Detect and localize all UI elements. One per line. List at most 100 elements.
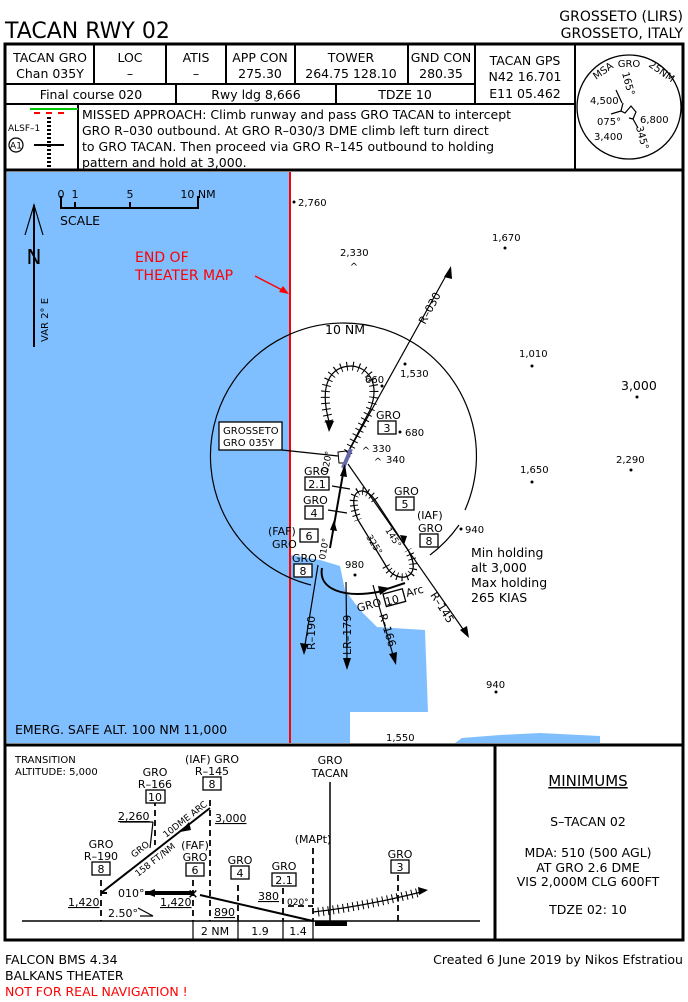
svg-text:NOT FOR REAL NAVIGATION !: NOT FOR REAL NAVIGATION ! <box>5 984 188 999</box>
svg-text:940: 940 <box>465 525 484 536</box>
svg-text:N: N <box>27 245 42 269</box>
svg-text:2,290: 2,290 <box>616 455 645 466</box>
svg-text:^: ^ <box>374 457 382 468</box>
svg-text:^: ^ <box>350 262 358 273</box>
svg-text:MINIMUMS: MINIMUMS <box>548 772 627 790</box>
final-course-label: 020° <box>321 450 335 473</box>
radial-190: R–190 <box>305 616 318 650</box>
svg-text:GRO: GRO <box>89 838 114 851</box>
loc-label: LOC <box>117 50 142 65</box>
svg-text:Min holding: Min holding <box>471 545 543 560</box>
spot-elevations: 2,760 2,330^ 1,670 1,530 660 680 ^330 ^3… <box>292 198 657 747</box>
svg-text:2 NM: 2 NM <box>201 925 229 938</box>
app-con-label: APP CON <box>232 50 288 65</box>
svg-text:MISSED APPROACH: Climb runway: MISSED APPROACH: Climb runway and pass G… <box>82 107 511 122</box>
svg-text:GRO: GRO <box>183 851 208 864</box>
svg-text:8: 8 <box>426 535 433 548</box>
fix-2-1: GRO 2.1 <box>304 465 330 491</box>
svg-text:4: 4 <box>237 867 244 880</box>
atis-value: – <box>193 66 199 81</box>
ten-nm-ring <box>209 322 478 586</box>
svg-text:2.1: 2.1 <box>308 478 326 491</box>
svg-text:0: 0 <box>58 188 65 201</box>
airport-code: GROSSETO (LIRS) <box>559 9 683 25</box>
tower-freq: 264.75 128.10 <box>305 66 396 81</box>
runway-landing-length: Rwy ldg 8,666 <box>211 87 300 102</box>
holding-note: Min holding alt 3,000 Max holding 265 KI… <box>471 545 547 605</box>
svg-text:980: 980 <box>345 560 364 571</box>
svg-text:660: 660 <box>365 375 384 386</box>
svg-text:^: ^ <box>362 446 370 457</box>
svg-text:2,330: 2,330 <box>340 248 369 259</box>
svg-text:GRO: GRO <box>228 854 253 867</box>
svg-text:GRO: GRO <box>618 59 641 70</box>
fix-10-arc: GRO 10 Arc <box>355 583 425 615</box>
lighting-system: ALSF–1 <box>8 124 40 134</box>
profile-view: TRANSITION ALTITUDE: 5,000 2 NM 1.9 1.4 … <box>3 743 685 942</box>
svg-text:1,650: 1,650 <box>520 465 549 476</box>
svg-text:020°: 020° <box>287 898 309 908</box>
minimums-panel: MINIMUMS S–TACAN 02 MDA: 510 (500 AGL) A… <box>517 772 660 917</box>
north-arrow-icon: N VAR 2° E <box>24 202 51 347</box>
svg-text:3: 3 <box>384 422 391 435</box>
plan-view: 0 1 5 10 NM SCALE N VAR 2° E END OF THEA… <box>3 168 685 747</box>
dme-arc <box>320 567 406 595</box>
svg-text:1,420: 1,420 <box>160 896 192 909</box>
svg-text:3: 3 <box>397 861 404 874</box>
svg-text:SCALE: SCALE <box>60 213 100 228</box>
svg-text:3,000: 3,000 <box>215 812 247 825</box>
msa-diagram: MSA GRO 25NM 165° 075° 345° 4,500 6,800 … <box>576 54 682 160</box>
svg-text:6: 6 <box>192 864 199 877</box>
sea-area <box>7 172 428 743</box>
svg-text:1,010: 1,010 <box>519 349 548 360</box>
svg-text:25NM: 25NM <box>646 59 676 85</box>
gnd-con-freq: 280.35 <box>419 66 463 81</box>
missed-approach-text: MISSED APPROACH: Climb runway and pass G… <box>82 107 511 170</box>
svg-text:380: 380 <box>258 890 279 903</box>
svg-text:8: 8 <box>300 565 307 578</box>
svg-text:1: 1 <box>72 188 79 201</box>
svg-text:GRO: GRO <box>394 485 419 498</box>
fix-3: GRO 3 <box>376 409 401 435</box>
svg-text:10: 10 <box>384 593 401 609</box>
loc-value: – <box>127 66 133 81</box>
svg-text:3,400: 3,400 <box>594 132 623 143</box>
theater-note: END OF <box>135 250 189 266</box>
app-con-freq: 275.30 <box>238 66 282 81</box>
missed-approach-track <box>320 361 379 455</box>
tacan-gps-lon: E11 05.462 <box>489 86 561 101</box>
svg-text:GRO: GRO <box>303 494 328 507</box>
svg-text:GRO: GRO <box>376 409 401 422</box>
airport-location: GROSSETO, ITALY <box>561 26 684 42</box>
svg-text:R–190: R–190 <box>84 850 118 863</box>
svg-text:Created 6 June 2019 by Nikos E: Created 6 June 2019 by Nikos Efstratiou <box>433 952 683 967</box>
svg-text:×: × <box>188 887 199 902</box>
lighting-code: A1 <box>10 142 22 152</box>
svg-text:8: 8 <box>98 863 105 876</box>
svg-text:345°: 345° <box>633 125 650 151</box>
svg-text:2.50°: 2.50° <box>108 907 138 920</box>
fix-faf-6: (FAF) GRO 6 <box>268 525 319 551</box>
header-panel: TACAN GRO Chan 035Y LOC – ATIS – APP CON… <box>3 42 685 172</box>
tdze: TDZE 10 <box>377 87 432 102</box>
svg-text:10: 10 <box>148 791 162 804</box>
svg-text:2.1: 2.1 <box>275 874 293 887</box>
svg-text:4: 4 <box>311 507 318 520</box>
svg-text:to GRO TACAN. Then proceed via: to GRO TACAN. Then proceed via GRO R–145… <box>82 139 494 154</box>
svg-text:4,500: 4,500 <box>590 96 619 107</box>
svg-text:(FAF): (FAF) <box>181 839 209 852</box>
svg-text:2,260: 2,260 <box>118 810 150 823</box>
svg-text:890: 890 <box>214 906 235 919</box>
svg-text:10DME ARC: 10DME ARC <box>162 800 210 840</box>
fix-8-r190: GRO 8 <box>292 552 317 578</box>
svg-text:VIS 2,000M CLG 600FT: VIS 2,000M CLG 600FT <box>517 874 660 889</box>
svg-text:GRO: GRO <box>318 754 343 767</box>
ring-label: 10 NM <box>325 322 365 337</box>
svg-text:pattern and hold at 3,000.: pattern and hold at 3,000. <box>82 155 247 170</box>
svg-text:S–TACAN 02: S–TACAN 02 <box>550 814 626 829</box>
svg-text:alt 3,000: alt 3,000 <box>471 560 527 575</box>
svg-text:GRO: GRO <box>304 465 329 478</box>
svg-text:THEATER MAP: THEATER MAP <box>134 268 233 284</box>
atis-label: ATIS <box>183 50 210 65</box>
